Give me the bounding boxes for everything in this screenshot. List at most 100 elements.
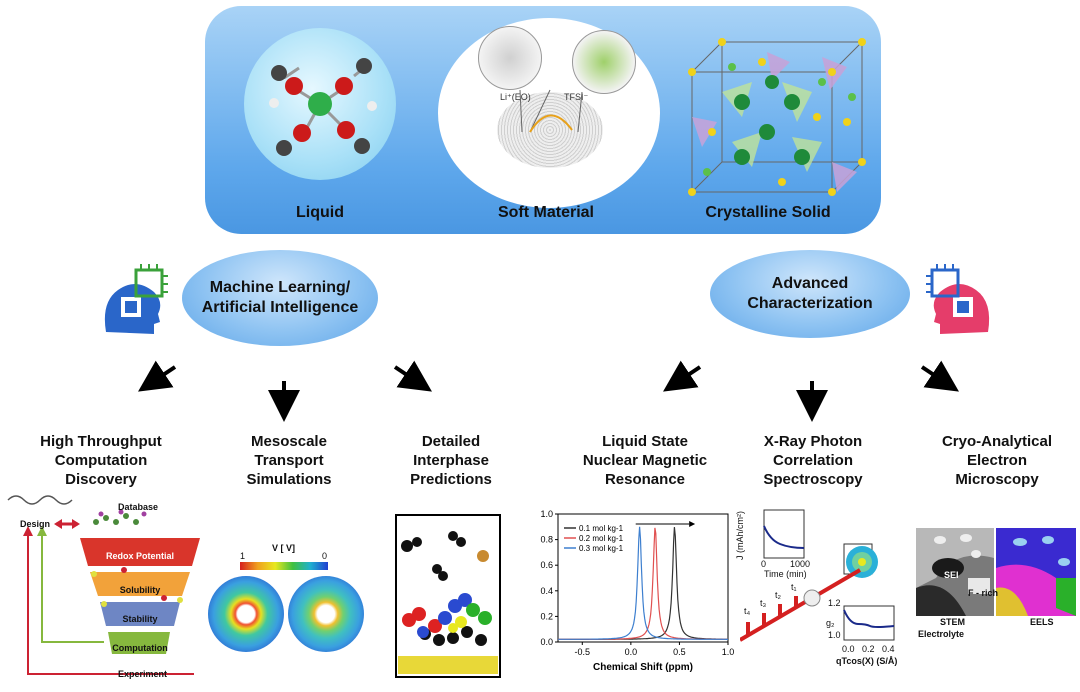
htc-line3: Discovery [65,471,137,488]
li-eo-zoom [478,26,542,90]
funnel-layer-4-label: Computation [112,643,168,653]
soft-material-cloud [497,92,603,168]
xpcs-g2-tick-1: 1.0 [828,630,841,640]
nmr-legend-label-0: 0.1 mol kg-1 [579,524,624,533]
cryo-line2: Electron [966,452,1027,469]
char-hub-line2: Characterization [747,295,873,312]
nmr-ytick-label-4: 0.8 [540,535,553,545]
char-hub-line1: Advanced [771,275,849,292]
cryo-line3: Microscopy [955,471,1039,488]
nmr-shift-arrowhead [689,521,696,527]
tfsi-label: TFSI⁻ [564,92,589,102]
inter-line3: Predictions [410,471,492,488]
meso-line1: Mesoscale [251,433,327,450]
nmr-ytick-label-0: 0.0 [540,637,553,647]
xpcs-time-label: Time (min) [764,569,807,579]
meso-line3: Simulations [246,471,332,488]
xpcs-q-tick-1: 0.2 [862,644,875,654]
htc-line1: High Throughput [40,433,162,450]
funnel-layer-3-label: Stability [122,614,158,624]
nmr-ytick-label-1: 0.2 [540,611,553,621]
xpcs-q-label: qTcos(X) (S/Å) [836,656,898,666]
xpcs-time-tick-0: 0 [761,559,767,569]
xpcs-line2: Correlation [772,452,853,469]
nmr-chart: 0.0 0.2 0.4 0.6 0.8 1.0 -0.5 0.0 0.5 1.0Chemical … [540,509,735,673]
soft-material-links [519,89,583,133]
funnel-layer-1-label: Redox Potential [105,551,174,561]
tfsi-zoom [572,30,636,94]
xpcs-t1: t₁ [791,582,797,592]
ml-ai-hub: Machine Learning/Artificial Intelligence [182,250,378,346]
nmr-plot-frame [557,513,729,643]
cryo-stem-label: STEM [940,617,966,627]
nmr-xtick-label-1: 0.0 [625,647,638,657]
nmr-ytick-label-3: 0.6 [540,560,553,570]
xpcs-g2-label: g₂ [826,618,835,628]
funnel-layer-redox [80,538,200,566]
funnel-experiment-label: Experiment [118,669,168,679]
soft-material-label: Soft Material [497,204,594,221]
funnel-layer-stability [100,602,180,626]
nmr-legend-label-2: 0.3 mol kg-1 [579,544,624,553]
liquid-molecule [269,58,377,156]
characterization-head-icon [926,264,990,334]
cryo-frich-label: F - rich [968,588,999,598]
ml-hub-line1: Machine Learning/ [209,279,351,296]
cryo-em-images [916,528,1076,616]
funnel-layer-computation [108,632,170,654]
xpcs-g2-tick-0: 1.2 [828,598,841,608]
inter-line1: Detailed [421,433,481,450]
xpcs-t3: t₃ [760,598,767,608]
nmr-xtick-label-0: -0.5 [575,647,591,657]
funnel-design-label: Design [20,519,51,529]
xpcs-time-tick-1: 1000 [790,559,811,569]
meso-colorbar [240,562,328,570]
xpcs-figure [740,509,895,642]
xpcs-t4: t₄ [744,606,751,616]
inter-line2: Interphase [413,452,489,469]
htc-line2: Computation [54,452,148,469]
ai-brain-head-icon [104,264,168,334]
li-eo-label: Li⁺(EO) [500,92,531,102]
cryo-electrolyte-label: Electrolyte [918,629,965,639]
nmr-line3: Resonance [604,471,686,488]
flow-arrows [138,360,959,422]
meso-disc-right [288,576,364,652]
nmr-ytick-label-5: 1.0 [540,509,553,519]
nmr-series-2 [558,526,728,640]
meso-disc-left [208,576,284,652]
nmr-ytick-label-2: 0.4 [540,586,553,596]
crystalline-solid-label: Crystalline Solid [705,204,831,221]
nmr-xlabel: Chemical Shift (ppm) [593,662,693,673]
ml-hub-line2: Artificial Intelligence [201,299,359,316]
nmr-xtick-label-2: 0.5 [673,647,686,657]
xpcs-q-tick-2: 0.4 [882,644,895,654]
nmr-xtick-label-3: 1.0 [722,647,735,657]
meso-colorbar-label: V [ V] [272,543,296,553]
cryo-sei-label: SEI [944,570,959,580]
nmr-legend-label-1: 0.2 mol kg-1 [579,534,624,543]
funnel-layer-2-label: Solubility [119,585,161,595]
meso-line2: Transport [254,452,324,469]
xpcs-line3: Spectroscopy [763,471,863,488]
cryo-line1: Cryo-Analytical [941,433,1053,450]
htc-funnel [7,495,200,675]
nmr-line2: Nuclear Magnetic [582,452,708,469]
interphase-simulation [395,514,501,678]
liquid-label: Liquid [296,204,344,221]
funnel-database-label: Database [118,502,159,512]
nmr-line1: Liquid State [602,433,688,450]
xpcs-j-label: J (mAh/cm²) [735,511,745,560]
meso-colorbar-max: 0 [322,551,328,561]
cryo-eels-label: EELS [1030,617,1054,627]
xpcs-line1: X-Ray Photon [763,433,863,450]
xpcs-q-tick-0: 0.0 [842,644,855,654]
meso-colorbar-min: 1 [240,551,246,561]
